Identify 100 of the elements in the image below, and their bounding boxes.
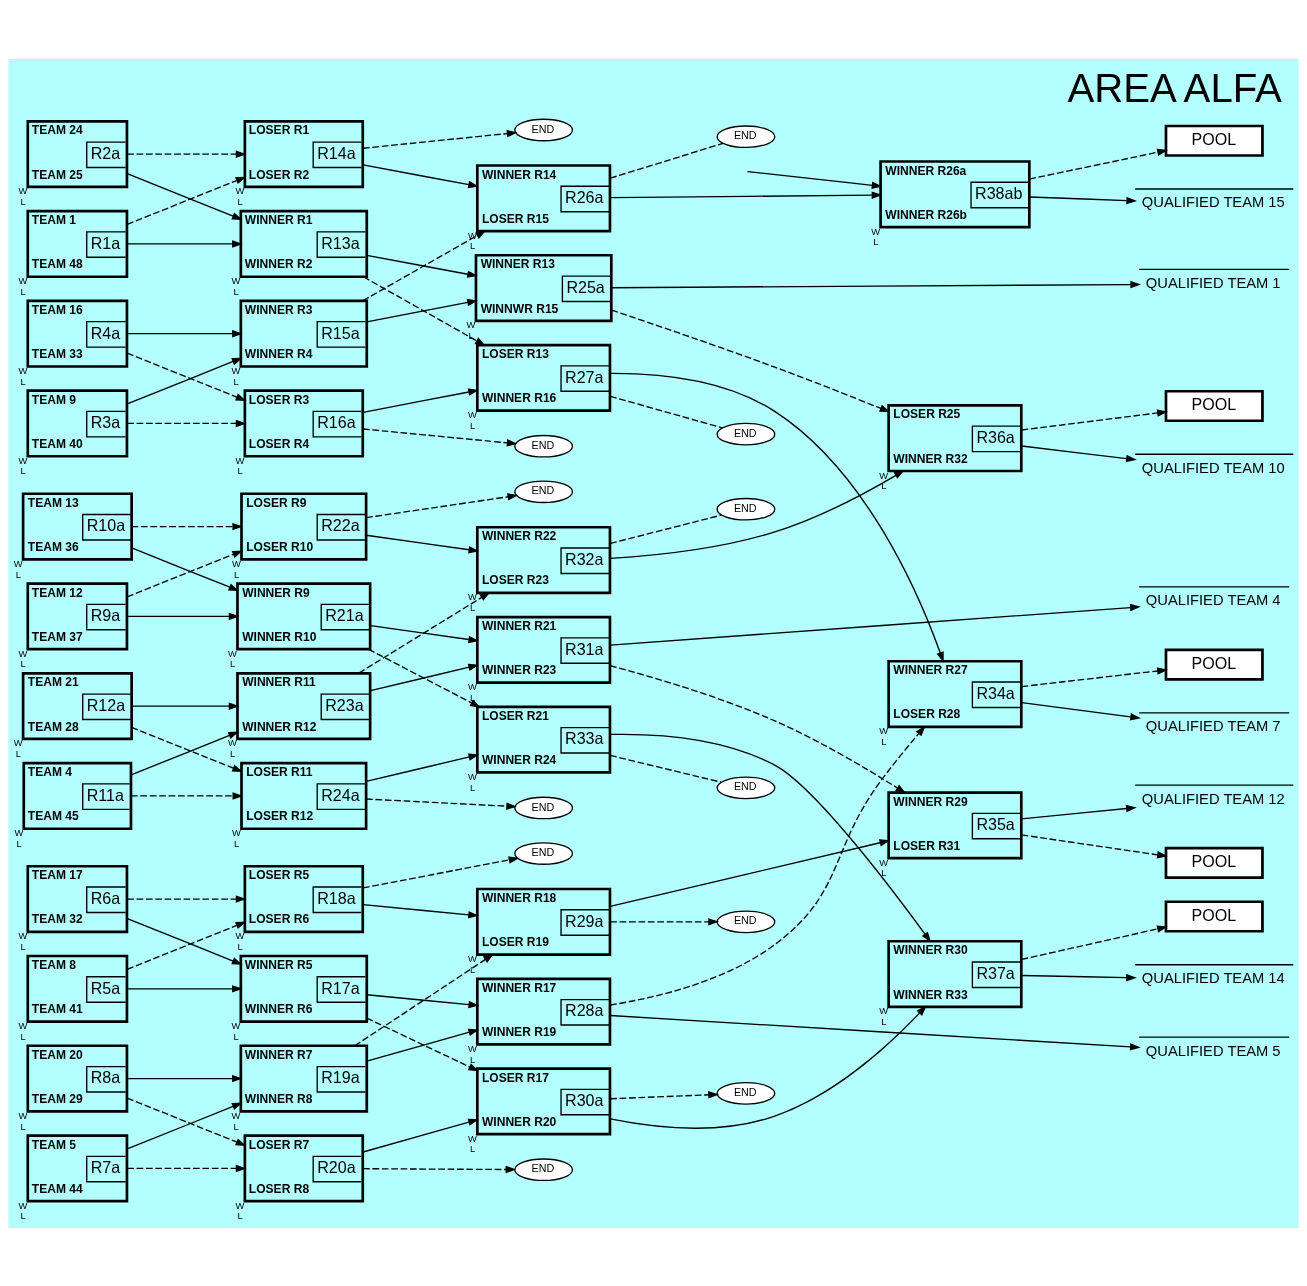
arrow xyxy=(609,469,905,559)
node-label: W xyxy=(18,185,28,196)
node-ellipse: END xyxy=(514,796,574,819)
arrow xyxy=(130,791,244,800)
arrow xyxy=(126,1164,247,1172)
arrow xyxy=(609,838,891,907)
node-label: W xyxy=(231,365,241,376)
arrow xyxy=(609,1014,1141,1051)
connector xyxy=(609,142,724,179)
node-label: L xyxy=(469,964,476,975)
node-label: W xyxy=(18,1110,28,1121)
arrow xyxy=(609,1005,927,1129)
connector xyxy=(609,395,724,429)
node-label: L xyxy=(237,1210,243,1221)
arrow xyxy=(126,419,247,427)
arrow xyxy=(610,280,1142,288)
node-label: L xyxy=(469,240,476,251)
arrow xyxy=(126,984,243,993)
node-label: W xyxy=(871,226,881,237)
arrow xyxy=(609,190,883,199)
node-label: L xyxy=(469,692,476,703)
node-label: W xyxy=(235,1200,245,1211)
node-label: W xyxy=(232,827,241,838)
node-label: W xyxy=(18,275,28,286)
node-label: W xyxy=(228,648,237,659)
node-label: L xyxy=(233,1121,239,1132)
node-label: L xyxy=(233,376,239,387)
node-text: QUALIFIED TEAM 5 xyxy=(1145,1042,1281,1059)
node-label: L xyxy=(881,480,887,491)
node-label: L xyxy=(20,465,26,476)
arrow xyxy=(609,725,926,1006)
node-ellipse: END xyxy=(716,124,776,148)
node-box: POOL xyxy=(1164,846,1264,879)
arrow xyxy=(609,1090,719,1099)
node-label: L xyxy=(230,748,236,759)
arrow xyxy=(1021,973,1137,981)
arrow xyxy=(126,894,247,903)
arrow xyxy=(369,624,480,643)
arrow xyxy=(1021,444,1137,462)
node-label: W xyxy=(18,455,28,466)
node-label: L xyxy=(20,196,26,207)
node-label: L xyxy=(20,1121,26,1132)
node-label: W xyxy=(18,365,28,376)
arrow xyxy=(609,733,932,942)
arrow xyxy=(363,275,486,346)
node-label: L xyxy=(873,236,879,247)
node-label: L xyxy=(20,658,26,669)
arrow xyxy=(131,701,240,710)
node-label: W xyxy=(879,470,889,480)
arrow xyxy=(358,591,491,674)
arrow xyxy=(1021,924,1168,960)
node-label: L xyxy=(234,838,240,849)
node-label: W xyxy=(879,1005,889,1016)
node-label: L xyxy=(237,196,243,207)
node-label: L xyxy=(881,867,887,878)
node-ellipse: END xyxy=(514,479,574,503)
node-label: W xyxy=(467,409,477,420)
diagram-title: AREA ALFA xyxy=(1067,65,1282,111)
node-label: L xyxy=(15,569,21,580)
arrow xyxy=(366,254,478,278)
node-text: QUALIFIED TEAM 4 xyxy=(1145,591,1281,608)
node-ellipse: END xyxy=(716,776,776,799)
arrow xyxy=(362,229,487,301)
node-label: W xyxy=(467,1133,477,1144)
node-text: QUALIFIED TEAM 12 xyxy=(1141,790,1285,807)
node-box: POOL xyxy=(1164,899,1264,933)
node-text: QUALIFIED TEAM 14 xyxy=(1141,969,1285,986)
arrow xyxy=(126,351,247,401)
arrow xyxy=(365,752,480,782)
arrow xyxy=(362,1118,479,1153)
node-label: W xyxy=(235,455,245,466)
node-ellipse: END xyxy=(514,1157,574,1181)
arrow xyxy=(362,427,518,447)
node-label: W xyxy=(13,737,23,748)
arrow xyxy=(365,797,517,810)
node-label: L xyxy=(881,736,887,747)
node-label: L xyxy=(20,286,26,297)
node-label: L xyxy=(230,658,236,669)
connector xyxy=(609,754,722,783)
node-box: POOL xyxy=(1164,124,1264,157)
node-label: W xyxy=(18,1020,28,1031)
node-ellipse: END xyxy=(514,434,574,458)
node-label: L xyxy=(20,1031,26,1042)
node-label: L xyxy=(20,376,26,387)
node-ellipse: END xyxy=(514,841,574,865)
connector xyxy=(609,513,723,544)
node-label: W xyxy=(14,827,24,838)
arrow xyxy=(126,357,243,405)
arrow xyxy=(366,993,480,1008)
node-label: W xyxy=(235,185,245,196)
arrow xyxy=(362,1165,517,1173)
node-text: QUALIFIED TEAM 15 xyxy=(1141,193,1285,210)
arrow xyxy=(131,522,244,530)
arrow xyxy=(746,170,883,189)
arrow xyxy=(1021,701,1141,720)
node-text: QUALIFIED TEAM 1 xyxy=(1145,274,1281,291)
node-label: W xyxy=(466,319,476,330)
arrow xyxy=(126,1102,243,1150)
node-label: L xyxy=(233,1031,239,1042)
arrow xyxy=(610,308,891,412)
